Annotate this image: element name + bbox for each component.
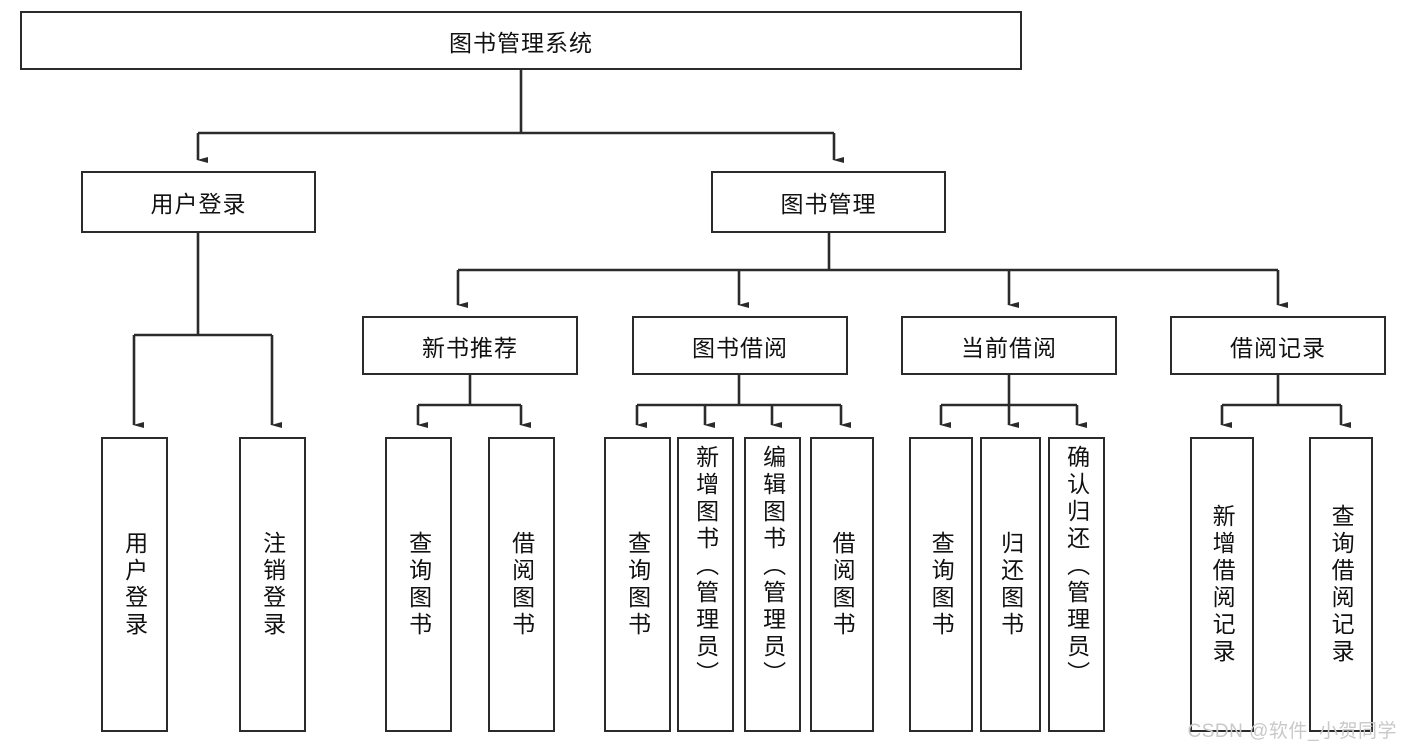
node-root-system[interactable]: 图书管理系统 — [20, 11, 1022, 70]
leaf-recommend-query-book[interactable]: 查询图书 — [385, 437, 452, 732]
leaf-current-confirm-return-admin[interactable]: 确认归还（管理员） — [1048, 437, 1105, 732]
leaf-user-login-logout[interactable]: 注销登录 — [239, 437, 306, 732]
leaf-borrow-borrow-book[interactable]: 借阅图书 — [810, 437, 874, 732]
leaf-user-login-login[interactable]: 用户登录 — [101, 437, 168, 732]
node-book-management[interactable]: 图书管理 — [711, 171, 946, 233]
leaf-record-query-record[interactable]: 查询借阅记录 — [1309, 437, 1373, 732]
leaf-recommend-borrow-book[interactable]: 借阅图书 — [488, 437, 555, 732]
leaf-current-return-book[interactable]: 归还图书 — [980, 437, 1041, 732]
leaf-current-query-book[interactable]: 查询图书 — [909, 437, 973, 732]
leaf-borrow-edit-book-admin[interactable]: 编辑图书（管理员） — [744, 437, 801, 732]
leaf-borrow-query-book[interactable]: 查询图书 — [604, 437, 671, 732]
node-user-login[interactable]: 用户登录 — [81, 171, 316, 233]
node-borrow-record[interactable]: 借阅记录 — [1170, 316, 1386, 375]
watermark-text: CSDN @软件_小贺同学 — [1187, 721, 1397, 742]
node-book-borrow[interactable]: 图书借阅 — [632, 316, 848, 375]
node-current-borrow[interactable]: 当前借阅 — [901, 316, 1117, 375]
leaf-borrow-add-book-admin[interactable]: 新增图书（管理员） — [677, 437, 734, 732]
node-new-book-recommend[interactable]: 新书推荐 — [362, 316, 578, 375]
leaf-record-add-record[interactable]: 新增借阅记录 — [1190, 437, 1254, 732]
